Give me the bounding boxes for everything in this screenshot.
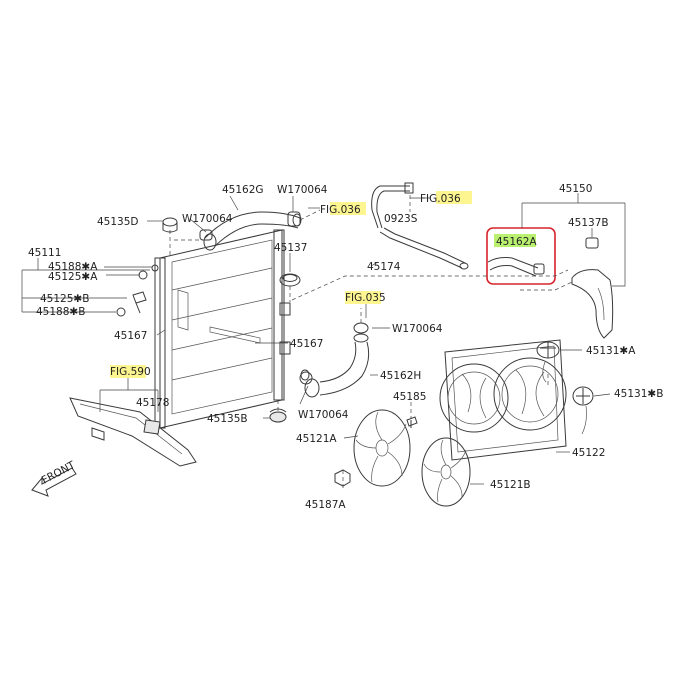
fig036a-highlight [330, 202, 366, 215]
clamp-upper-left[interactable] [199, 229, 213, 241]
label-45188-A[interactable]: 45188✱A [48, 261, 98, 273]
label-45135D[interactable]: 45135D [97, 216, 139, 228]
radiator[interactable] [154, 229, 285, 429]
label-45111[interactable]: 45111 [28, 247, 61, 259]
label-45122[interactable]: 45122 [572, 447, 605, 459]
label-W170064-bottom[interactable]: W170064 [298, 409, 349, 421]
clamp-lower[interactable] [299, 371, 313, 385]
label-45137[interactable]: 45137 [274, 242, 307, 254]
label-45121B[interactable]: 45121B [490, 479, 531, 491]
drain-plug-parts[interactable] [116, 264, 159, 317]
part-labels: 45150 45137B 45162A 45174 0923S FIG.036 … [28, 183, 663, 511]
label-45174[interactable]: 45174 [367, 261, 401, 273]
label-W170064-top[interactable]: W170064 [277, 184, 328, 196]
fan-motor-a[interactable] [536, 341, 560, 383]
label-45125-A[interactable]: 45125✱A [48, 271, 98, 283]
label-0923S[interactable]: 0923S [384, 213, 418, 225]
fan-motor-b[interactable] [572, 386, 594, 435]
leader-lines [21, 193, 626, 485]
upper-radiator-hose[interactable] [203, 211, 302, 251]
label-45137B[interactable]: 45137B [568, 217, 609, 229]
label-45162G[interactable]: 45162G [222, 184, 264, 196]
reservoir-hose[interactable] [487, 257, 545, 277]
fig035-highlight [345, 291, 381, 304]
reservoir-cap[interactable] [585, 237, 599, 249]
reference-lines [169, 195, 573, 488]
clamp-fig035[interactable] [353, 322, 369, 334]
label-45187A[interactable]: 45187A [305, 499, 346, 511]
label-45188-B[interactable]: 45188✱B [36, 306, 85, 318]
overflow-hose[interactable] [371, 182, 469, 270]
lower-radiator-bracket[interactable] [279, 302, 291, 355]
label-45131-A[interactable]: 45131✱A [586, 345, 636, 357]
link-fig036-right[interactable]: FIG.036 [420, 193, 461, 205]
fan-blade-a[interactable] [353, 409, 411, 487]
under-cover[interactable] [69, 397, 197, 467]
label-45167-left[interactable]: 45167 [114, 330, 147, 342]
fan-blade-b[interactable] [421, 437, 471, 507]
label-45167-right[interactable]: 45167 [290, 338, 323, 350]
label-W170064-right[interactable]: W170064 [392, 323, 443, 335]
fig590-highlight [110, 365, 146, 378]
radiator-cap[interactable] [279, 273, 301, 287]
fan-shroud[interactable] [439, 339, 567, 461]
label-45121A[interactable]: 45121A [296, 433, 337, 445]
callout-frame [486, 227, 556, 285]
bolt-45185[interactable] [406, 416, 418, 428]
nut-45187A[interactable] [334, 469, 351, 487]
label-45162H[interactable]: 45162H [380, 370, 421, 382]
reservoir-tank[interactable] [571, 269, 614, 339]
part-45162A-highlight [494, 234, 536, 247]
link-fig035[interactable]: FIG.035 [345, 292, 386, 304]
front-direction-arrow [31, 467, 77, 497]
label-45162A[interactable]: 45162A [496, 236, 537, 248]
label-45125-B[interactable]: 45125✱B [40, 293, 89, 305]
link-fig036-left[interactable]: FIG.036 [320, 204, 361, 216]
fig036b-highlight [436, 191, 472, 204]
label-45185[interactable]: 45185 [393, 391, 426, 403]
label-45178[interactable]: 45178 [136, 397, 169, 409]
label-front: FRONT [40, 459, 78, 487]
cover-pad[interactable] [143, 419, 161, 435]
label-45131-B[interactable]: 45131✱B [614, 388, 663, 400]
label-W170064-left[interactable]: W170064 [182, 213, 233, 225]
label-45135B[interactable]: 45135B [207, 413, 248, 425]
upper-mount-bushing[interactable] [162, 217, 178, 233]
label-45150[interactable]: 45150 [559, 183, 592, 195]
link-fig590[interactable]: FIG.590 [110, 366, 151, 378]
